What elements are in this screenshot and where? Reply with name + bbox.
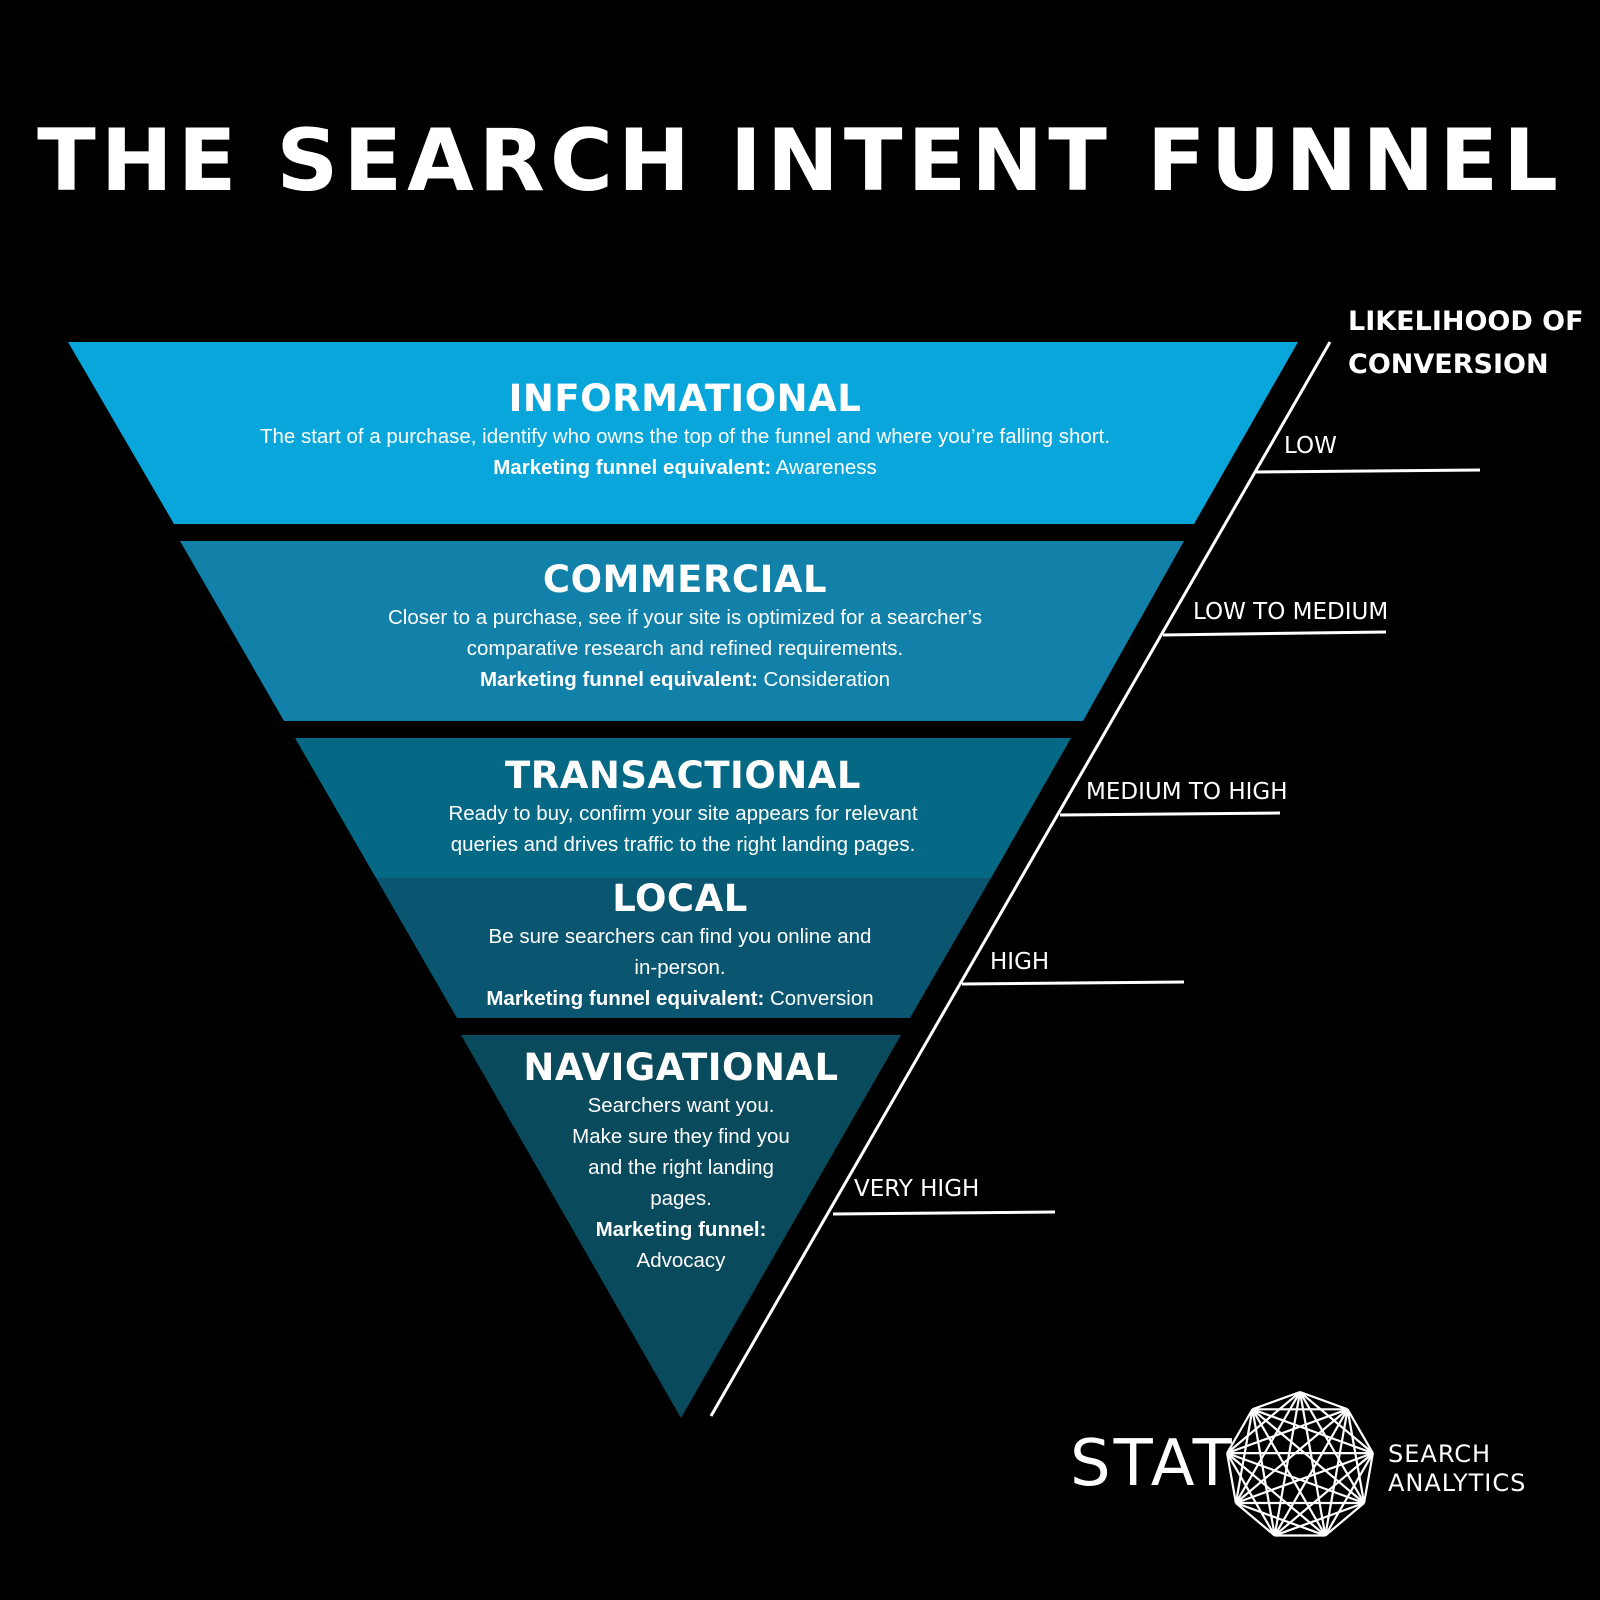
logo-edge [1226, 1452, 1327, 1537]
tick-medium-to-high [1059, 811, 1281, 817]
band-transactional-shape [295, 738, 1071, 878]
logo-edge [1226, 1452, 1365, 1505]
navigational-description-line4: pages. [650, 1187, 712, 1210]
band-commercial: COMMERCIAL Closer to a purchase, see if … [290, 558, 1080, 695]
informational-marketing-equivalent: Marketing funnel equivalent: Awareness [190, 452, 1180, 483]
local-description-line2: in-person. [634, 956, 726, 979]
logo-edge [1324, 1409, 1349, 1536]
band-local-shape [376, 878, 991, 1018]
band-local: LOCAL Be sure searchers can find you onl… [430, 877, 930, 1014]
logo-edge [1226, 1452, 1237, 1504]
level-low: LOW [1284, 433, 1337, 459]
logo-edge [1299, 1391, 1366, 1504]
level-medium-to-high: MEDIUM TO HIGH [1086, 779, 1288, 805]
logo-edge [1234, 1409, 1254, 1504]
logo-edge [1273, 1452, 1374, 1537]
brand-tagline: SEARCH ANALYTICS [1388, 1440, 1526, 1498]
band-informational: INFORMATIONAL The start of a purchase, i… [190, 377, 1180, 483]
logo-edge [1235, 1408, 1349, 1504]
transactional-description-line1: Ready to buy, confirm your site appears … [448, 802, 918, 825]
local-heading: LOCAL [612, 877, 748, 920]
logo-edge [1226, 1408, 1348, 1455]
logo-edge [1251, 1408, 1327, 1537]
conversion-axis-label-line1: LIKELIHOOD OF [1348, 306, 1584, 337]
band-informational-shape [68, 342, 1298, 524]
logo-edge [1324, 1452, 1374, 1537]
brand-tagline-line1: SEARCH [1388, 1440, 1492, 1468]
conversion-axis-label-line2: CONVERSION [1348, 349, 1549, 380]
brand-tagline-line2: ANALYTICS [1388, 1469, 1527, 1497]
band-navigational-shape [461, 1035, 901, 1418]
brand-logo-text: STAT [1070, 1427, 1235, 1501]
page-title: THE SEARCH INTENT FUNNEL [37, 111, 1563, 211]
level-high: HIGH [990, 949, 1050, 975]
tick-low [1255, 468, 1481, 474]
logo-edge [1324, 1502, 1365, 1537]
navigational-description-line1: Searchers want you. [587, 1094, 775, 1117]
local-mf-label: Marketing funnel equivalent: [486, 987, 765, 1010]
conversion-axis-line [709, 341, 1332, 1417]
logo-edge [1273, 1391, 1302, 1536]
navigational-mf-value: Advocacy [636, 1249, 726, 1272]
logo-edge [1299, 1390, 1348, 1411]
tick-very-high [832, 1210, 1056, 1216]
logo-edge [1235, 1502, 1276, 1537]
informational-mf-label: Marketing funnel equivalent: [493, 456, 772, 479]
local-mf-value: Conversion [764, 987, 874, 1010]
level-low-to-medium: LOW TO MEDIUM [1193, 599, 1389, 625]
logo-edge [1298, 1391, 1327, 1536]
commercial-description-line1: Closer to a purchase, see if your site i… [387, 606, 982, 629]
logo-edge [1251, 1409, 1276, 1536]
logo-edge [1252, 1390, 1301, 1411]
navigational-description-line3: and the right landing [588, 1156, 774, 1179]
tick-high [961, 980, 1185, 986]
logo-edge [1226, 1452, 1276, 1537]
logo-edge [1273, 1408, 1349, 1537]
local-description-line1: Be sure searchers can find you online an… [488, 925, 872, 948]
band-transactional: TRANSACTIONAL Ready to buy, confirm your… [330, 754, 1036, 860]
logo-edge [1346, 1409, 1366, 1504]
commercial-mf-value: Consideration [757, 668, 891, 691]
transactional-description-line2: queries and drives traffic to the right … [450, 833, 916, 856]
logo-edge [1234, 1391, 1301, 1504]
navigational-mf-label: Marketing funnel: [520, 1214, 842, 1245]
tick-low-to-medium [1162, 630, 1387, 637]
informational-heading: INFORMATIONAL [508, 377, 862, 420]
transactional-heading: TRANSACTIONAL [505, 754, 861, 797]
commercial-mf-label: Marketing funnel equivalent: [479, 668, 758, 691]
logo-edge [1299, 1391, 1374, 1454]
logo-edge [1274, 1501, 1365, 1537]
nonagon-star-icon [1226, 1390, 1374, 1537]
commercial-marketing-equivalent: Marketing funnel equivalent: Considerati… [290, 664, 1080, 695]
informational-description: The start of a purchase, identify who ow… [259, 425, 1111, 448]
logo-edge [1252, 1408, 1374, 1455]
logo-edge [1226, 1408, 1254, 1454]
commercial-description-line2: comparative research and refined require… [466, 637, 904, 660]
navigational-heading: NAVIGATIONAL [523, 1046, 839, 1089]
logo-edge [1226, 1391, 1301, 1454]
informational-mf-value: Awareness [771, 456, 877, 479]
band-commercial-shape [180, 541, 1184, 721]
logo-edge [1346, 1408, 1374, 1454]
logo-edge [1251, 1408, 1365, 1504]
logo-edge [1235, 1452, 1374, 1505]
navigational-description-line2: Make sure they find you [572, 1125, 790, 1148]
band-navigational: NAVIGATIONAL Searchers want you. Make su… [520, 1046, 842, 1276]
conversion-axis-label: LIKELIHOOD OF CONVERSION [1348, 300, 1584, 386]
commercial-heading: COMMERCIAL [542, 558, 828, 601]
level-very-high: VERY HIGH [854, 1176, 980, 1202]
local-marketing-equivalent: Marketing funnel equivalent: Conversion [430, 983, 930, 1014]
logo-edge [1363, 1452, 1374, 1504]
logo-edge [1235, 1501, 1326, 1537]
navigational-mf-label-text: Marketing funnel: [595, 1218, 767, 1241]
